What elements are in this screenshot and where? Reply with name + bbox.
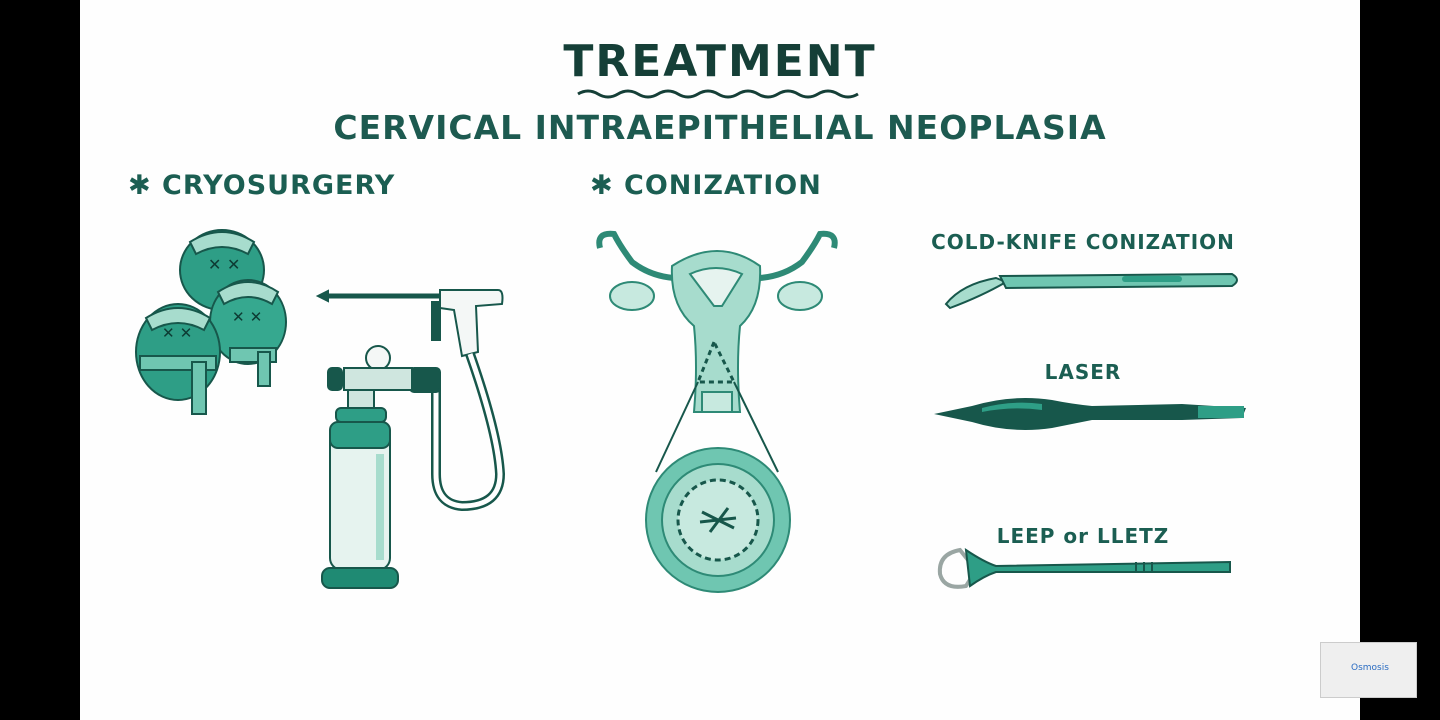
osmosis-logo: Osmosis — [1351, 663, 1389, 673]
scalpel-icon — [944, 272, 1238, 310]
uterus-icon — [596, 230, 838, 593]
tool-label-leep: LEEP or LLETZ — [996, 524, 1170, 548]
tool-label-cold-knife: COLD-KNIFE CONIZATION — [931, 230, 1235, 254]
slide: TREATMENT CERVICAL INTRAEPITHELIAL NEOPL… — [80, 0, 1360, 720]
svg-text:✕ ✕: ✕ ✕ — [162, 324, 192, 342]
slide-title: TREATMENT — [563, 36, 877, 87]
tool-label-laser: LASER — [1044, 360, 1122, 384]
section-cryosurgery: ✱ CRYOSURGERY — [128, 170, 396, 201]
slide-subtitle: CERVICAL INTRAEPITHELIAL NEOPLASIA — [333, 108, 1107, 147]
leep-loop-icon — [937, 547, 1231, 589]
watermark: Osmosis — [1320, 642, 1417, 698]
frozen-cell-icon: ✕ ✕ ✕ ✕ ✕ ✕ — [135, 229, 287, 415]
svg-text:✕ ✕: ✕ ✕ — [232, 308, 262, 326]
svg-text:✕ ✕: ✕ ✕ — [208, 255, 240, 274]
cryoprobe-icon — [315, 289, 506, 589]
laser-icon — [934, 398, 1246, 430]
title-underline — [577, 89, 859, 99]
section-conization: ✱ CONIZATION — [590, 170, 822, 201]
